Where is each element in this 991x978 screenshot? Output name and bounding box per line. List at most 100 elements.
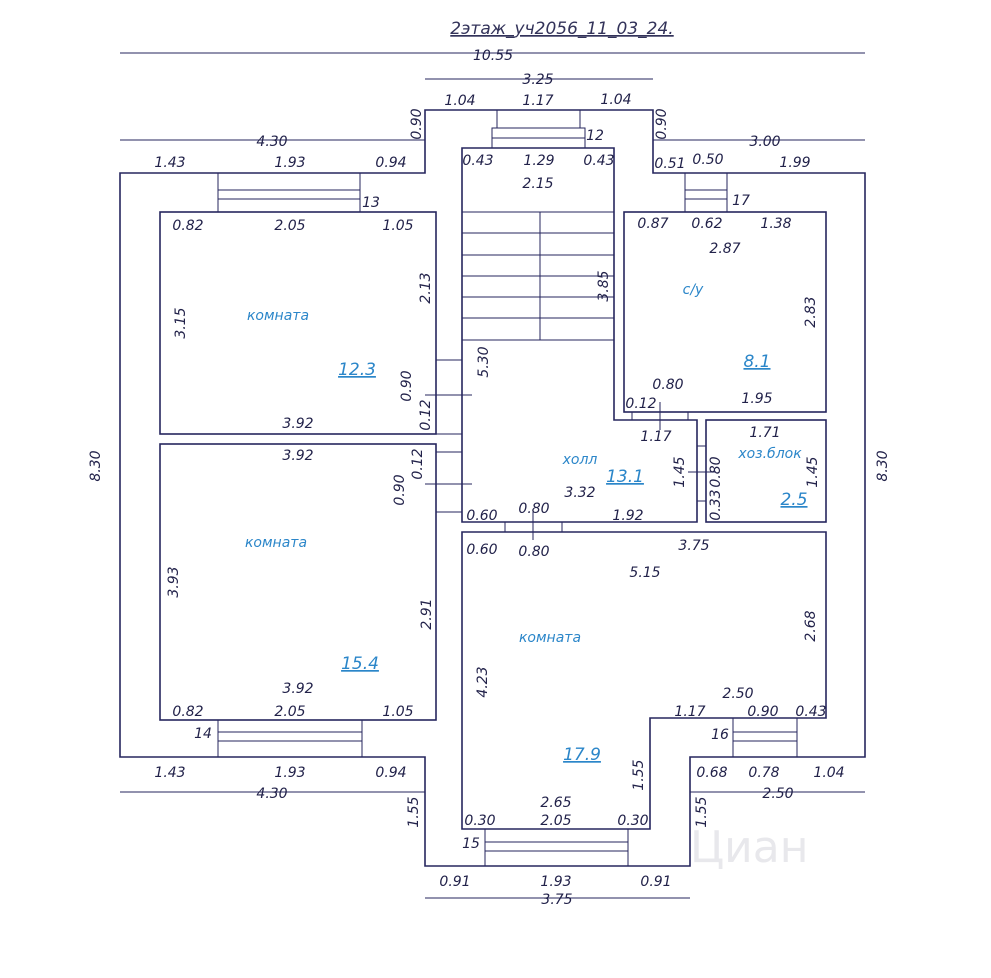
dimension-label: 1.05 bbox=[382, 704, 413, 720]
window-number-label: 15 bbox=[462, 836, 480, 852]
dimension-label: 0.90 bbox=[399, 370, 415, 401]
dimension-label: 2.91 bbox=[419, 598, 435, 629]
dimension-label: 0.82 bbox=[172, 704, 203, 720]
dimension-label: 0.50 bbox=[692, 152, 723, 168]
dimension-label: 1.95 bbox=[741, 391, 772, 407]
dimension-label: 1.99 bbox=[779, 155, 810, 171]
dimension-label: 0.12 bbox=[410, 448, 426, 479]
room-name-label: холл bbox=[562, 452, 598, 468]
dimension-label: 3.75 bbox=[541, 892, 572, 908]
dimension-label: 2.15 bbox=[522, 176, 553, 192]
dimension-label: 1.45 bbox=[805, 456, 821, 487]
staircase bbox=[462, 211, 614, 341]
watermark: Циан bbox=[690, 822, 809, 873]
dimension-label: 0.82 bbox=[172, 218, 203, 234]
dimension-label: 1.17 bbox=[522, 93, 553, 109]
dimension-label: 1.92 bbox=[612, 508, 643, 524]
room-name-label: с/у bbox=[683, 282, 704, 298]
dimension-label: 2.65 bbox=[540, 795, 571, 811]
dimension-labels: 10.55 3.25 4.30 3.00 1.04 1.17 1.04 0.90… bbox=[88, 48, 891, 908]
dimension-label: 0.91 bbox=[640, 874, 671, 890]
dimension-label: 3.32 bbox=[564, 485, 595, 501]
room-area-label: 2.5 bbox=[780, 490, 807, 510]
room-name-label: комната bbox=[245, 535, 307, 551]
dimension-label: 3.85 bbox=[596, 270, 612, 301]
dimension-label: 4.30 bbox=[256, 134, 287, 150]
dimension-label: 2.83 bbox=[803, 296, 819, 327]
room-bedroom-3 bbox=[461, 531, 827, 830]
dimension-label: 8.30 bbox=[875, 450, 891, 481]
dimension-label: 1.43 bbox=[154, 765, 185, 781]
dimension-label: 3.92 bbox=[282, 681, 313, 697]
dimension-label: 0.90 bbox=[392, 474, 408, 505]
dimension-label: 2.50 bbox=[762, 786, 793, 802]
dimension-label: 0.80 bbox=[652, 377, 683, 393]
dimension-label: 1.04 bbox=[444, 93, 475, 109]
dimension-label: 0.43 bbox=[795, 704, 826, 720]
dimension-label: 0.43 bbox=[583, 153, 614, 169]
dimension-label: 1.29 bbox=[523, 153, 554, 169]
dimension-label: 2.50 bbox=[722, 686, 753, 702]
dimension-label: 0.78 bbox=[748, 765, 779, 781]
dimension-label: 1.55 bbox=[406, 796, 422, 827]
room-area-label: 13.1 bbox=[606, 467, 644, 487]
dimension-label: 4.23 bbox=[475, 666, 491, 697]
dimension-label: 1.17 bbox=[640, 429, 671, 445]
dimension-label: 3.75 bbox=[678, 538, 709, 554]
dimension-label: 3.92 bbox=[282, 416, 313, 432]
dimension-label: 3.00 bbox=[749, 134, 780, 150]
dimension-label: 0.91 bbox=[439, 874, 470, 890]
window-number-label: 16 bbox=[711, 727, 729, 743]
dimension-label: 0.60 bbox=[466, 508, 497, 524]
dimension-label: 0.62 bbox=[691, 216, 722, 232]
dimension-label: 5.30 bbox=[476, 346, 492, 377]
room-name-label: комната bbox=[519, 630, 581, 646]
window-number-label: 13 bbox=[362, 195, 380, 211]
dimension-label: 0.90 bbox=[409, 108, 425, 139]
dimension-label: 2.05 bbox=[274, 704, 305, 720]
dimension-lines bbox=[120, 52, 865, 899]
dimension-label: 1.43 bbox=[154, 155, 185, 171]
dimension-label: 0.90 bbox=[654, 108, 670, 139]
dimension-label: 0.80 bbox=[708, 456, 724, 487]
dimension-label: 5.15 bbox=[629, 565, 660, 581]
dimension-label: 1.45 bbox=[672, 456, 688, 487]
dimension-label: 1.55 bbox=[631, 759, 647, 790]
dimension-label: 0.33 bbox=[708, 489, 724, 520]
room-name-label: комната bbox=[247, 308, 309, 324]
dimension-label: 0.94 bbox=[375, 765, 406, 781]
window-number-label: 14 bbox=[194, 726, 212, 742]
plan-title: 2этаж_уч2056_11_03_24. bbox=[450, 19, 673, 39]
dimension-label: 2.05 bbox=[274, 218, 305, 234]
room-area-label: 8.1 bbox=[743, 352, 770, 372]
dimension-label: 8.30 bbox=[88, 450, 104, 481]
dimension-label: 1.04 bbox=[600, 92, 631, 108]
dimension-label: 10.55 bbox=[473, 48, 513, 64]
dimension-label: 0.43 bbox=[462, 153, 493, 169]
dimension-label: 0.30 bbox=[464, 813, 495, 829]
dimension-label: 1.93 bbox=[274, 765, 305, 781]
dimension-label: 0.51 bbox=[654, 156, 685, 172]
dimension-label: 0.80 bbox=[518, 501, 549, 517]
dimension-label: 4.30 bbox=[256, 786, 287, 802]
dimension-label: 0.68 bbox=[696, 765, 727, 781]
room-area-label: 15.4 bbox=[341, 654, 379, 674]
dimension-label: 0.87 bbox=[637, 216, 668, 232]
dimension-label: 1.55 bbox=[694, 796, 710, 827]
dimension-label: 1.04 bbox=[813, 765, 844, 781]
room-hall bbox=[461, 147, 698, 523]
dimension-label: 0.80 bbox=[518, 544, 549, 560]
dimension-label: 1.17 bbox=[674, 704, 705, 720]
doors bbox=[425, 359, 716, 540]
dimension-label: 2.87 bbox=[709, 241, 740, 257]
dimension-label: 3.93 bbox=[166, 566, 182, 597]
dimension-label: 0.60 bbox=[466, 542, 497, 558]
dimension-label: 3.92 bbox=[282, 448, 313, 464]
outer-wall bbox=[119, 109, 866, 867]
dimension-label: 1.71 bbox=[749, 425, 780, 441]
dimension-label: 3.15 bbox=[173, 307, 189, 338]
room-area-label: 12.3 bbox=[338, 360, 376, 380]
